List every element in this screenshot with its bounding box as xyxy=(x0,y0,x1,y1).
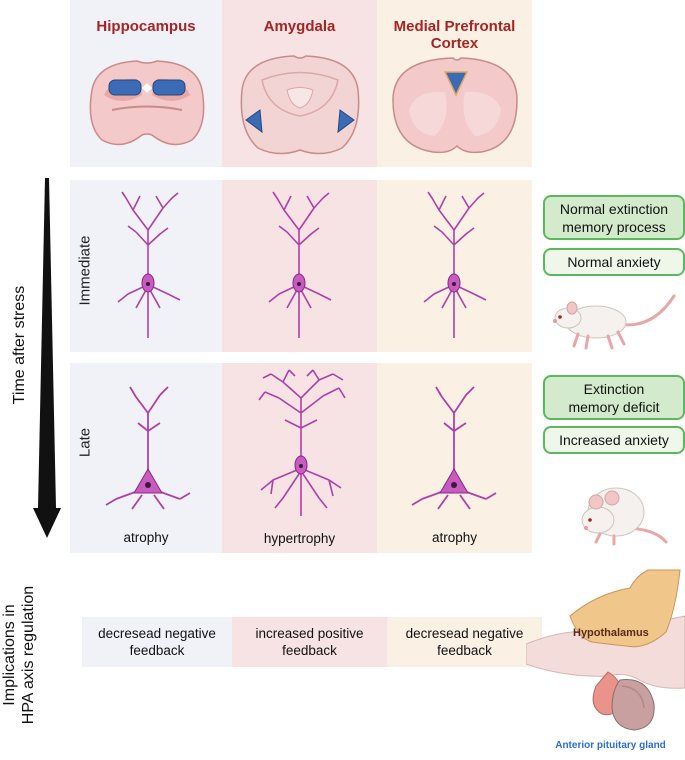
hippocampus-immediate-neuron-icon xyxy=(117,191,181,338)
hippocampus-brain-section-icon xyxy=(89,60,205,146)
feedback-hippocampus-line2: feedback xyxy=(129,643,185,658)
implications-line2: HPA axis regulation xyxy=(20,585,37,725)
time-after-stress-label: Time after stress xyxy=(11,285,28,405)
amygdala-brain-section-icon xyxy=(240,55,360,155)
feedback-amygdala: increased positive feedback xyxy=(232,617,387,667)
hippocampus-late-neuron-icon xyxy=(105,386,191,510)
region-title-mpfc-line2: Cortex xyxy=(430,35,479,52)
region-title-mpfc: Medial Prefrontal Cortex xyxy=(377,18,532,52)
caption-hippocampus-atrophy: atrophy xyxy=(123,530,169,545)
hypothalamus-label: Hypothalamus xyxy=(573,627,649,639)
region-title-amygdala: Amygdala xyxy=(263,18,336,35)
hypothalamus-pituitary-icon xyxy=(526,569,685,731)
outcome-extinction-deficit: Extinction memory deficit xyxy=(543,375,685,420)
row-label-late: Late xyxy=(76,427,94,458)
region-title-mpfc-line1: Medial Prefrontal xyxy=(393,18,516,35)
outcome-normal-extinction-line1: Normal extinction xyxy=(559,200,669,217)
hippocampus-immediate-panel xyxy=(70,180,222,352)
time-arrow-icon xyxy=(33,178,61,538)
pituitary-label: Anterior pituitary gland xyxy=(555,740,666,751)
outcome-extinction-deficit-line2: memory deficit xyxy=(568,398,660,415)
outcome-normal-anxiety: Normal anxiety xyxy=(543,248,685,276)
outcome-normal-extinction: Normal extinction memory process xyxy=(543,195,685,240)
feedback-hippocampus: decresead negative feedback xyxy=(82,617,232,667)
mpfc-immediate-neuron-icon xyxy=(423,191,487,338)
mpfc-brain-section-icon xyxy=(392,57,518,154)
row-label-immediate: Immediate xyxy=(76,235,94,306)
feedback-mpfc: decresead negative feedback xyxy=(387,617,542,667)
feedback-mpfc-line2: feedback xyxy=(437,643,492,658)
caption-amygdala-hypertrophy: hypertrophy xyxy=(263,531,336,546)
amygdala-immediate-neuron-icon xyxy=(268,191,332,338)
mouse-crouched-icon xyxy=(581,487,668,546)
region-title-hippocampus: Hippocampus xyxy=(96,18,196,35)
outcome-increased-anxiety: Increased anxiety xyxy=(543,426,685,454)
outcome-normal-extinction-line2: memory process xyxy=(562,218,666,235)
mouse-walking-icon xyxy=(553,294,676,350)
implications-line1: Implications in xyxy=(1,604,18,706)
implications-label: Implications in HPA axis regulation xyxy=(0,550,38,760)
caption-mpfc-atrophy: atrophy xyxy=(431,530,478,545)
hippocampus-late-panel xyxy=(70,363,222,553)
amygdala-late-neuron-icon xyxy=(258,369,346,516)
feedback-amygdala-line2: feedback xyxy=(282,643,337,658)
feedback-amygdala-line1: increased positive xyxy=(255,626,364,641)
mpfc-late-neuron-icon xyxy=(411,386,497,510)
feedback-mpfc-line1: decresead negative xyxy=(405,626,524,641)
outcome-extinction-deficit-line1: Extinction xyxy=(583,380,645,397)
feedback-hippocampus-line1: decresead negative xyxy=(98,626,216,641)
